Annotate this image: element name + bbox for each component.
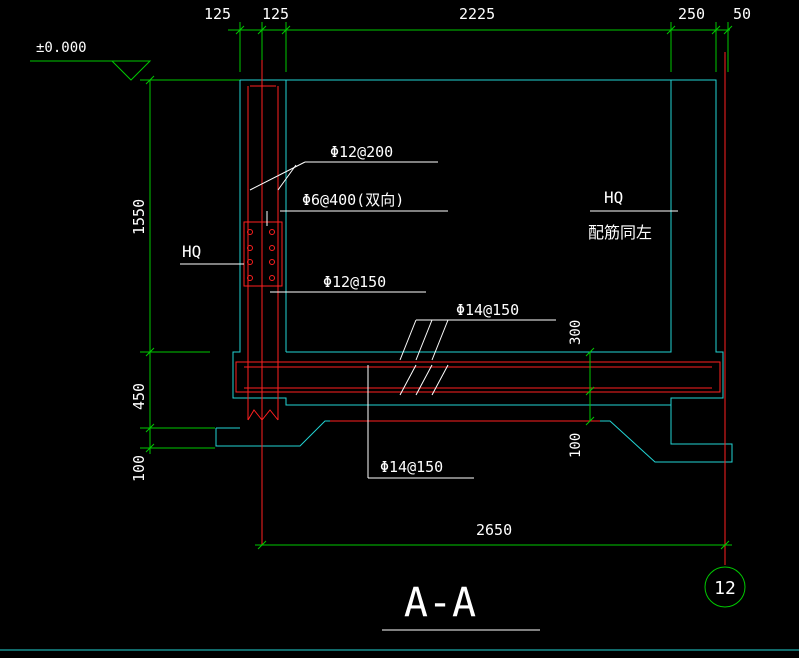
inner-dimension-texts: 300 100 [568, 320, 584, 458]
dim-bottom: 2650 [476, 521, 512, 539]
wall-label-right: HQ [604, 188, 623, 207]
elevation-label: ±0.000 [36, 40, 87, 56]
elevation-marker: ±0.000 [30, 40, 152, 81]
dim-left-2: 450 [130, 383, 148, 410]
section-title: A-A [404, 580, 476, 626]
wall-note-right: 配筋同左 [588, 223, 652, 242]
inner-dimension-group [585, 347, 595, 426]
dim-top-5: 50 [733, 5, 751, 23]
rebar-label-1: Φ12@200 [330, 143, 393, 161]
dim-top-3: 2225 [459, 5, 495, 23]
left-dimension-texts: 1550 450 100 [130, 199, 148, 482]
top-dimension-group [228, 22, 733, 72]
callout-lines [180, 161, 678, 479]
dim-top-1: 125 [204, 5, 231, 23]
dim-left-1: 1550 [130, 199, 148, 235]
dim-inner-1: 300 [568, 320, 584, 345]
callout-texts: Φ12@200 Φ6@400(双向) Φ12@150 Φ14@150 Φ14@1… [182, 143, 652, 476]
left-dimension-group [140, 75, 240, 454]
wall-label-left: HQ [182, 242, 201, 261]
rebar-group [235, 52, 726, 565]
axis-bubble: 12 [704, 566, 746, 608]
dim-left-3: 100 [130, 455, 148, 482]
dim-top-2: 125 [262, 5, 289, 23]
rebar-label-3: Φ12@150 [323, 273, 386, 291]
dim-top-4: 250 [678, 5, 705, 23]
dim-inner-2: 100 [568, 433, 584, 458]
section-title-group: A-A [382, 580, 540, 631]
top-dimension-texts: 125 125 2225 250 50 [204, 5, 751, 23]
rebar-label-2: Φ6@400(双向) [302, 191, 404, 209]
bottom-dimension-group [255, 540, 732, 550]
rebar-label-5: Φ14@150 [380, 458, 443, 476]
rebar-label-4: Φ14@150 [456, 301, 519, 319]
axis-bubble-label: 12 [714, 578, 736, 599]
concrete-outline [215, 79, 733, 463]
